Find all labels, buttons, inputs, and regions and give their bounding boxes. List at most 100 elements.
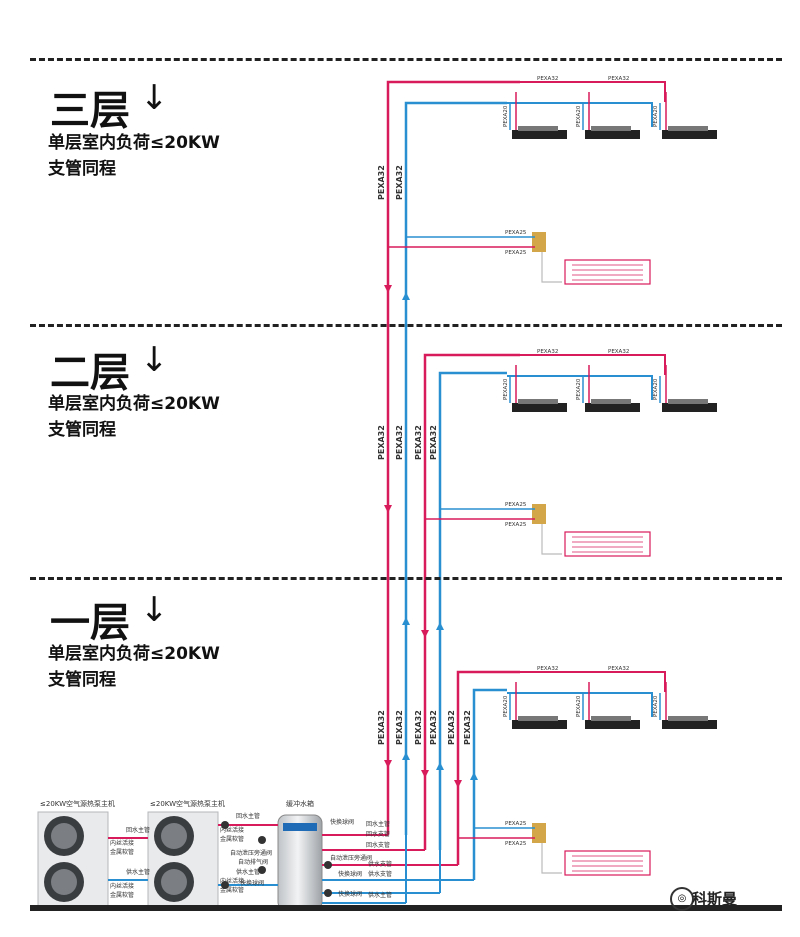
label: 自动泄压旁通阀: [230, 849, 272, 857]
heat-lead: [541, 843, 562, 874]
pipe-label: PEXA25: [505, 821, 527, 827]
wechat-icon: ◎: [670, 887, 694, 911]
fan-coil-top: [591, 716, 631, 721]
equipment-labels: ≤20KW空气源热泵主机 ≤20KW空气源热泵主机 缓冲水箱 回水主管 内丝活接…: [40, 799, 392, 899]
heat-pump-2: [147, 811, 219, 908]
tank-title: 缓冲水箱: [286, 799, 314, 808]
fan-coil-top: [668, 126, 708, 131]
fan-coil-unit: [512, 720, 567, 729]
pipe-label: PEXA32: [608, 349, 629, 355]
floor-1-load: 单层室内负荷≤20KW: [48, 644, 220, 664]
label: 内丝活接: [110, 882, 134, 890]
floor-1-desc: 单层室内负荷≤20KW 支管同程: [48, 641, 220, 693]
label: 供水主管: [368, 891, 392, 899]
pipe-label: PEXA32: [608, 76, 629, 82]
fan-coil-unit: [585, 720, 640, 729]
pipe-label: PEXA20: [653, 105, 659, 127]
fan-coil-unit: [662, 720, 717, 729]
supply-riser-2: [423, 353, 520, 850]
fan-coil-unit: [662, 130, 717, 139]
pipe-label: PEXA20: [576, 695, 582, 717]
label: 回水主管: [366, 820, 390, 828]
pipe-label: PEXA20: [503, 105, 509, 127]
return-header: [507, 375, 653, 400]
label: 快换球阀: [240, 879, 264, 887]
supply-riser-1: [456, 670, 520, 865]
floor-divider-top: [30, 58, 782, 61]
pipe-label: PEXA20: [503, 695, 509, 717]
pipe-label: PEXA32: [537, 666, 558, 672]
label: 供水支管: [368, 870, 392, 878]
manifold: [532, 504, 546, 524]
pipe-label: PEXA25: [505, 841, 527, 847]
supply-header: [520, 81, 666, 102]
floor-3-arrow: ↓: [140, 78, 169, 118]
riser-label: PEXA32: [395, 165, 404, 200]
label: 内丝活接: [110, 839, 134, 847]
return-riser-1: [472, 688, 507, 880]
pipe-label: PEXA32: [537, 349, 558, 355]
fan-coil-top: [591, 399, 631, 404]
fan-coil-top: [518, 716, 558, 721]
label: 供水主管: [126, 868, 150, 876]
riser-label: PEXA32: [377, 165, 386, 200]
fan-coil-top: [591, 126, 631, 131]
floor-3-title: 三层: [50, 88, 130, 134]
label: 金属软管: [110, 848, 134, 856]
heating-loop: [564, 531, 651, 557]
pipe-label: PEXA25: [505, 230, 527, 236]
fan-coil-unit: [512, 130, 567, 139]
riser-label: PEXA32: [377, 425, 386, 460]
buffer-tank: [277, 814, 323, 911]
riser-label: PEXA32: [463, 710, 472, 745]
supply-riser-3: [386, 80, 520, 835]
fan-coil-unit: [585, 130, 640, 139]
label: 回水主管: [236, 812, 260, 820]
riser-label: PEXA32: [395, 710, 404, 745]
return-riser-3: [404, 101, 507, 835]
floor-2-arrow: ↓: [140, 340, 169, 380]
watermark: 科斯曼: [692, 890, 738, 908]
heat-lead: [541, 524, 562, 555]
manifold: [532, 232, 546, 252]
fan-coil-top: [518, 126, 558, 131]
fan-coil-top: [668, 716, 708, 721]
manifold: [532, 823, 546, 843]
pipe-label: PEXA20: [576, 105, 582, 127]
label: 内丝活接: [220, 877, 244, 885]
unit1-title: ≤20KW空气源热泵主机: [40, 799, 115, 808]
label: 内丝活接: [220, 826, 244, 834]
pipe-label: PEXA25: [505, 522, 527, 528]
label: 回水支管: [366, 841, 390, 849]
riser-label: PEXA32: [377, 710, 386, 745]
label: 快换球阀: [330, 818, 354, 826]
label: 金属软管: [110, 891, 134, 899]
main-risers: [384, 80, 520, 880]
fan-coil-top: [668, 399, 708, 404]
fan-coil-top: [518, 399, 558, 404]
floor-2-pipe: 支管同程: [48, 420, 116, 440]
floor-3-load: 单层室内负荷≤20KW: [48, 133, 220, 153]
label: 供水支管: [368, 860, 392, 868]
supply-header: [520, 354, 666, 375]
riser-label: PEXA32: [447, 710, 456, 745]
pipe-label: PEXA20: [576, 378, 582, 400]
floor-1-title: 一层: [50, 600, 130, 646]
pipe-label: PEXA20: [653, 378, 659, 400]
supply-header: [520, 671, 666, 692]
riser-label: PEXA32: [429, 710, 438, 745]
pipe-label: PEXA20: [503, 378, 509, 400]
floor-2-title: 二层: [50, 350, 130, 396]
pipe-label: PEXA25: [505, 502, 527, 508]
floor-divider-low: [30, 577, 782, 580]
floor-2-load: 单层室内负荷≤20KW: [48, 394, 220, 414]
label: 金属软管: [220, 835, 244, 843]
return-riser-2: [438, 371, 507, 850]
return-header: [507, 692, 653, 717]
label: 回水主管: [126, 826, 150, 834]
label: 回水支管: [366, 830, 390, 838]
floor-2-desc: 单层室内负荷≤20KW 支管同程: [48, 391, 220, 443]
fan-coil-unit: [585, 403, 640, 412]
